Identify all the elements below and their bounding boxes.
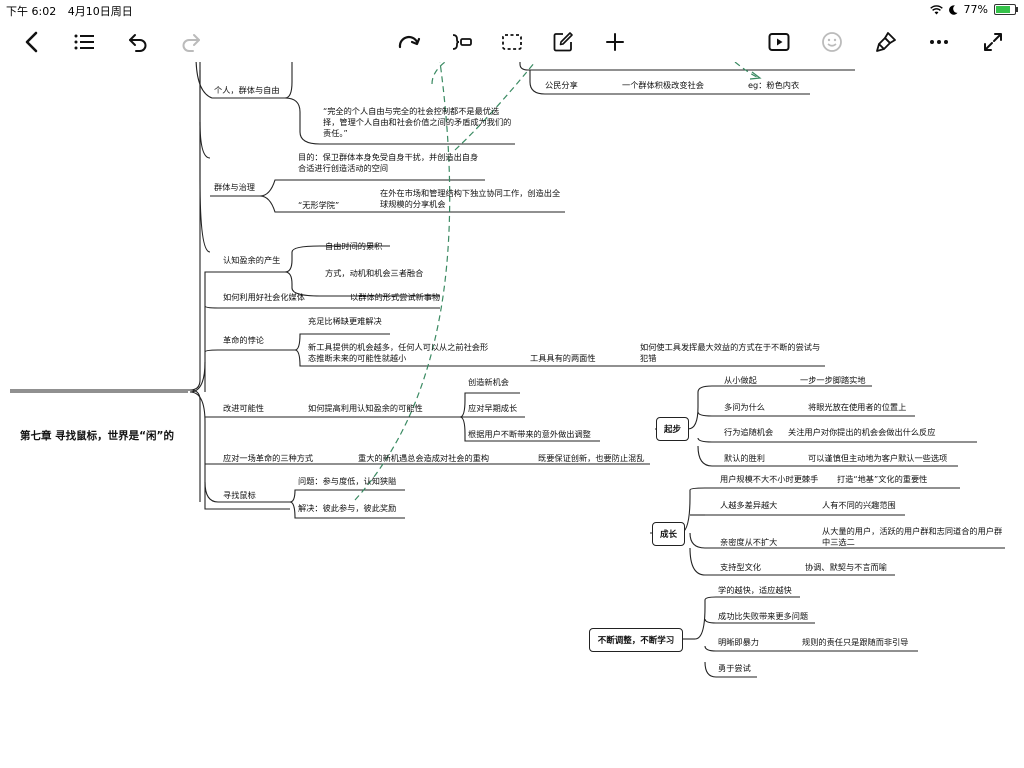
topic-media-a[interactable]: 以群体的形式尝试新事物	[350, 292, 441, 302]
start-item-1[interactable]: 从小做起	[724, 375, 757, 385]
topic-civic-share-text[interactable]: 一个群体积极改变社会	[622, 80, 704, 90]
status-date: 4月10日周日	[67, 5, 133, 18]
topic-paradox-b[interactable]: 新工具提供的机会越多，任何人可以从之前社会形态推断未来的可能性就越小	[308, 342, 489, 363]
add-topic-button[interactable]	[601, 28, 629, 56]
list-icon	[74, 34, 94, 50]
moon-icon	[948, 4, 958, 15]
topic-governance-goal[interactable]: 目的：保卫群体本身免受自身干扰，并创造出自身合适进行创造活动的空间	[298, 152, 479, 173]
smiley-icon	[822, 32, 842, 52]
redo-button[interactable]	[177, 28, 205, 56]
growth-item-4[interactable]: 支持型文化	[720, 562, 761, 572]
topic-improve[interactable]: 改进可能性	[223, 403, 264, 413]
start-item-1-detail[interactable]: 一步一步脚踏实地	[800, 375, 866, 385]
connector-lines	[10, 62, 1005, 678]
present-button[interactable]	[765, 28, 793, 56]
sticker-button[interactable]	[818, 28, 846, 56]
start-item-2[interactable]: 多问为什么	[724, 402, 765, 412]
topic-revolution-b[interactable]: 既要保证创新，也要防止混乱	[538, 453, 645, 463]
start-item-3-detail[interactable]: 关注用户对你提出的机会会做出什么反应	[788, 427, 936, 437]
topic-individual-group[interactable]: 个人，群体与自由	[214, 85, 280, 95]
start-item-3[interactable]: 行为追随机会	[724, 427, 774, 437]
mind-map-canvas[interactable]: 第七章 寻找鼠标，世界是“闲”的 个人，群体与自由 “完全的个人自由与完全的社会…	[0, 62, 1024, 768]
growth-item-1-detail[interactable]: 打造“地基”文化的重要性	[837, 474, 928, 484]
undo-button[interactable]	[124, 28, 152, 56]
topic-revolution[interactable]: 应对一场革命的三种方式	[223, 453, 314, 463]
style-button[interactable]	[872, 28, 900, 56]
bracket-node-icon	[452, 34, 472, 50]
plus-icon	[606, 33, 624, 51]
undo-icon	[129, 34, 147, 52]
growth-item-2-detail[interactable]: 人有不同的兴趣范围	[822, 500, 896, 510]
growth-item-1[interactable]: 用户规模不大不小时更棘手	[720, 474, 819, 484]
topic-surplus-b[interactable]: 方式，动机和机会三者融合	[325, 268, 424, 278]
topic-start[interactable]: 起步	[656, 417, 689, 441]
toolbar	[0, 22, 1024, 60]
topic-surplus-a[interactable]: 自由时间的累积	[325, 241, 383, 251]
start-item-4[interactable]: 默认的胜利	[724, 453, 765, 463]
topic-invisible-college[interactable]: “无形学院”	[298, 200, 340, 210]
topic-governance[interactable]: 群体与治理	[214, 182, 255, 192]
topic-revolution-a[interactable]: 重大的新机遇总会造成对社会的重构	[358, 453, 490, 463]
start-item-4-detail[interactable]: 可以谨慎但主动地为客户默认一些选项	[808, 453, 948, 463]
fullscreen-button[interactable]	[979, 28, 1007, 56]
root-topic[interactable]: 第七章 寻找鼠标，世界是“闲”的	[20, 430, 174, 442]
redo-icon	[182, 34, 200, 52]
adjust-item-4[interactable]: 勇于尝试	[718, 663, 751, 673]
topic-improve-b3[interactable]: 根据用户不断带来的意外做出调整	[468, 429, 591, 439]
battery-percent: 77%	[963, 3, 988, 16]
expand-icon	[984, 33, 1002, 51]
status-bar: 下午 6:02 4月10日周日 77%	[0, 0, 1024, 20]
growth-item-3[interactable]: 亲密度从不扩大	[720, 537, 778, 547]
topic-civic-share[interactable]: 公民分享	[545, 80, 578, 90]
topic-improve-b1[interactable]: 创造新机会	[468, 377, 509, 387]
growth-item-2[interactable]: 人越多差异越大	[720, 500, 778, 510]
boundary-button[interactable]	[498, 28, 526, 56]
quote-note[interactable]: “完全的个人自由与完全的社会控制都不是最优选择，管理个人自由和社会价值之间的矛盾…	[323, 106, 512, 138]
outline-button[interactable]	[70, 28, 98, 56]
dashed-rect-icon	[502, 34, 522, 50]
topic-mouse-a[interactable]: 问题：参与度低，认知狭隘	[298, 476, 397, 486]
more-button[interactable]	[925, 28, 953, 56]
topic-paradox[interactable]: 革命的悖论	[223, 335, 264, 345]
topic-media[interactable]: 如何利用好社会化媒体	[223, 292, 305, 302]
topic-mouse-b[interactable]: 解决：彼此参与，彼此奖励	[298, 503, 397, 513]
topic-paradox-c[interactable]: 工具具有的两面性	[530, 353, 596, 363]
adjust-item-3-detail[interactable]: 规则的责任只是跟随而非引导	[802, 637, 909, 647]
summary-button[interactable]	[447, 28, 475, 56]
play-icon	[768, 33, 790, 51]
chevron-left-icon	[25, 31, 38, 53]
battery-icon	[994, 4, 1018, 15]
topic-paradox-d[interactable]: 如何使工具发挥最大效益的方式在于不断的尝试与犯错	[640, 342, 821, 363]
topic-invisible-college-text[interactable]: 在外在市场和管理结构下独立协同工作，创造出全球规模的分享机会	[380, 188, 561, 209]
growth-item-4-detail[interactable]: 协调、默契与不言而喻	[805, 562, 887, 572]
adjust-item-2[interactable]: 成功比失败带来更多问题	[718, 611, 809, 621]
topic-improve-a[interactable]: 如何提高利用认知盈余的可能性	[308, 403, 423, 413]
more-icon	[930, 40, 948, 44]
topic-surplus[interactable]: 认知盈余的产生	[223, 255, 281, 265]
topic-paradox-a[interactable]: 充足比稀缺更难解决	[308, 316, 382, 326]
paint-brush-icon	[876, 32, 896, 52]
wifi-icon	[929, 4, 943, 14]
adjust-item-3[interactable]: 明晰即暴力	[718, 637, 759, 647]
topic-adjust[interactable]: 不断调整，不断学习	[589, 628, 683, 652]
adjust-item-1[interactable]: 学的越快，适应越快	[718, 585, 792, 595]
note-button[interactable]	[549, 28, 577, 56]
topic-mouse[interactable]: 寻找鼠标	[223, 490, 256, 500]
topic-improve-b2[interactable]: 应对早期成长	[468, 403, 518, 413]
topic-growth[interactable]: 成长	[652, 522, 685, 546]
topic-civic-share-eg[interactable]: eg：粉色内衣	[748, 80, 800, 90]
growth-item-3-detail[interactable]: 从大量的用户，活跃的用户群和志同道合的用户群中三选二	[822, 526, 1003, 547]
relationship-button[interactable]	[395, 28, 423, 56]
back-button[interactable]	[18, 28, 46, 56]
edit-icon	[553, 32, 573, 52]
curved-arrow-icon	[398, 35, 421, 49]
status-time: 下午 6:02	[6, 5, 57, 18]
battery-fill	[996, 6, 1010, 13]
start-item-2-detail[interactable]: 将眼光放在使用者的位置上	[808, 402, 907, 412]
